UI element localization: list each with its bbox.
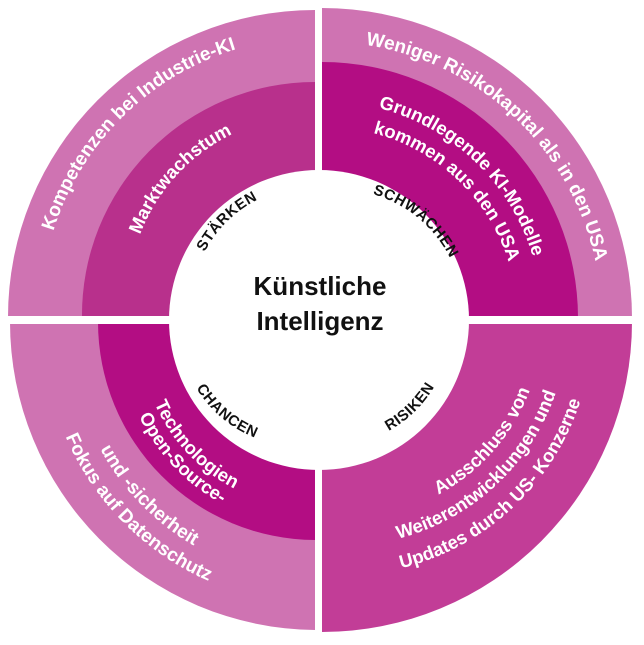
center-circle <box>169 170 469 470</box>
center-title-line1: Künstliche <box>254 271 387 301</box>
center-title-line2: Intelligenz <box>256 306 383 336</box>
